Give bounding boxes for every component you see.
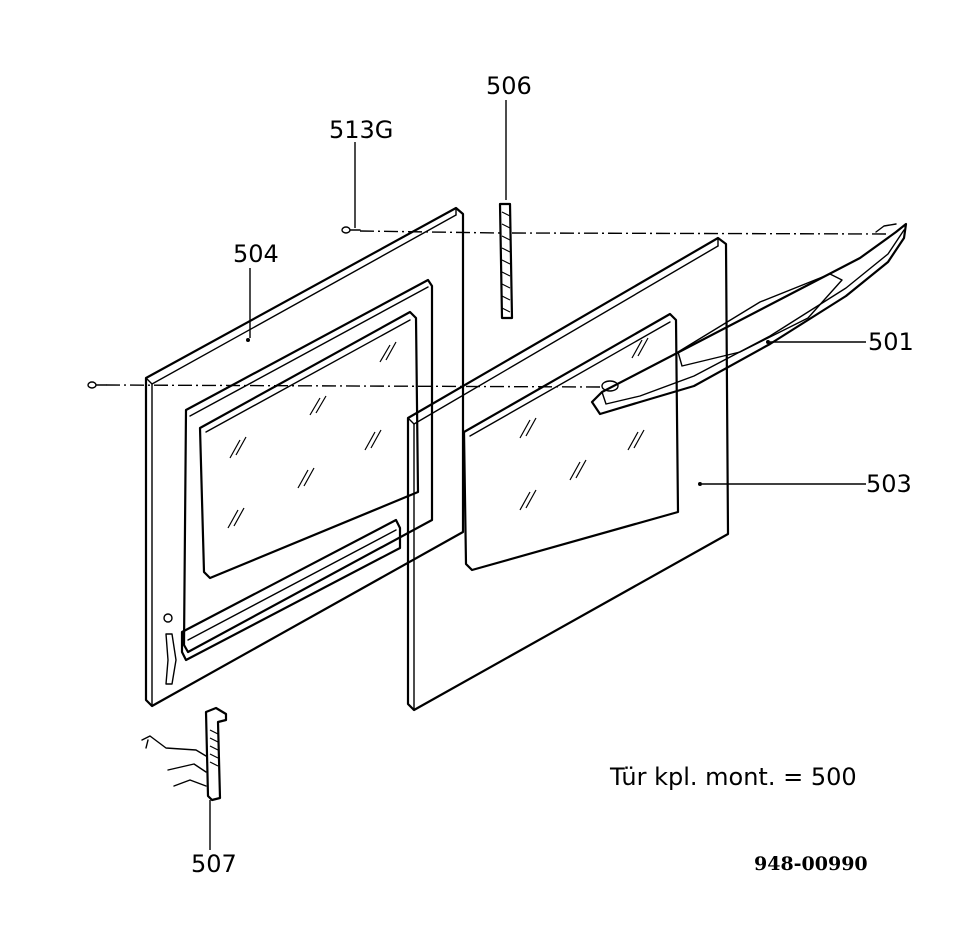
label-506: 506 xyxy=(486,72,532,100)
outer-glass-panel-503 xyxy=(406,236,730,712)
screw-513g-top xyxy=(341,226,361,234)
label-513g: 513G xyxy=(329,116,393,144)
assembly-note: Tür kpl. mont. = 500 xyxy=(609,763,857,791)
label-503: 503 xyxy=(866,470,912,498)
inner-door-frame-504 xyxy=(144,206,465,708)
label-504: 504 xyxy=(233,240,279,268)
alignment-line-left xyxy=(105,384,601,388)
screw-513g-left xyxy=(87,381,107,389)
drawing-number: 948-00990 xyxy=(754,853,868,875)
label-507: 507 xyxy=(191,850,237,878)
hinge-507 xyxy=(141,706,228,802)
gasket-strip-506 xyxy=(498,202,514,320)
alignment-line-top xyxy=(359,230,891,235)
door-handle-501 xyxy=(590,222,908,416)
label-501: 501 xyxy=(868,328,914,356)
